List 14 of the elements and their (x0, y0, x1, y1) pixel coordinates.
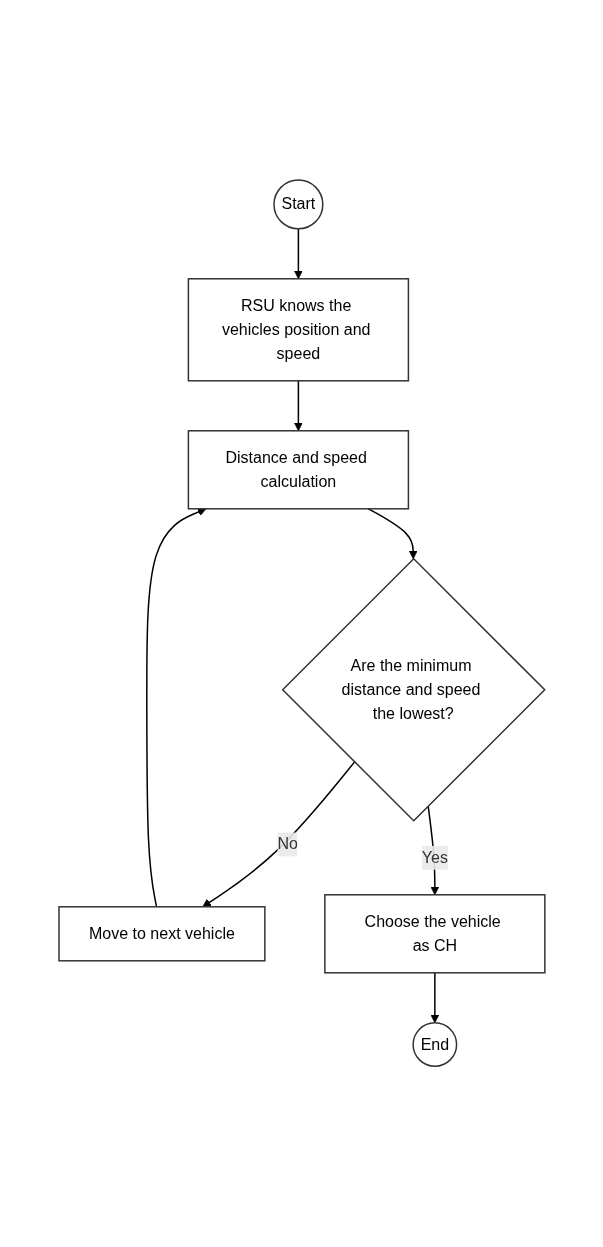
arrow (145, 508, 206, 908)
arrow (293, 228, 303, 280)
node-circle: End (411, 1022, 457, 1068)
node-box: Distance and speed calculation (187, 430, 409, 510)
node-box: Move to next vehicle (57, 906, 266, 962)
arrow (201, 761, 355, 908)
edge-label: Yes (421, 849, 448, 867)
node-box: Choose the vehicle as CH (323, 894, 546, 974)
edge-label: No (276, 835, 298, 853)
node-box: RSU knows the vehicles position and speed (187, 278, 409, 382)
node-circle: Start (272, 179, 324, 230)
arrow (430, 972, 439, 1024)
node-diamond: Are the minimum distance and speed the lowest? (281, 558, 546, 823)
arrow (293, 380, 303, 432)
